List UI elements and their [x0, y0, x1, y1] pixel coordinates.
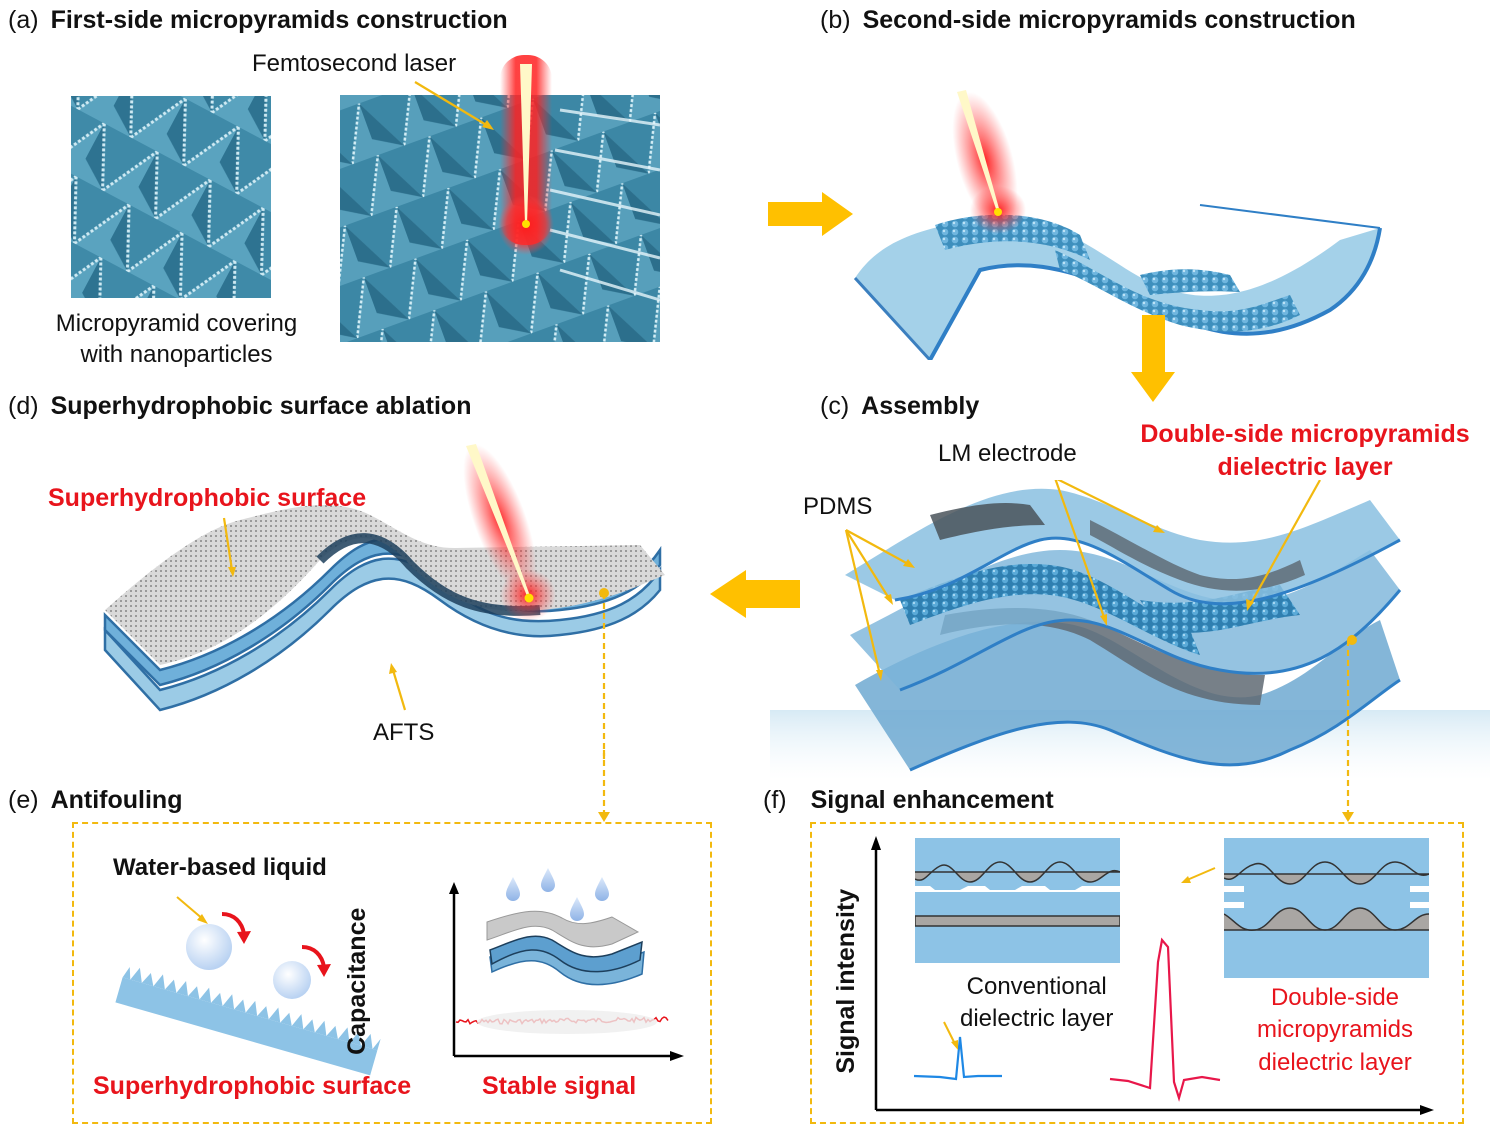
water-droplet	[186, 924, 232, 970]
panel-f-illustration	[871, 836, 1434, 1115]
panel-d-title: (d) Superhydrophobic surface ablation	[8, 392, 471, 421]
pdms-pointers	[844, 480, 1321, 676]
panel-b-title: (b) Second-side micropyramids constructio…	[820, 6, 1356, 35]
rolling-arrow-icon	[301, 945, 326, 968]
panel-d-letter: (d)	[8, 392, 39, 420]
double-line-2: micropyramids	[1256, 1016, 1414, 1044]
double-line-1: Double-side	[1270, 984, 1400, 1011]
double-side-dielectric-schematic	[1224, 838, 1429, 978]
lm-electrode-bottom	[940, 608, 1265, 705]
signal-intensity-axis-label: Signal intensity	[831, 888, 860, 1074]
pointer-arrow	[414, 81, 489, 127]
micropyramid-array	[935, 214, 1090, 260]
laser-beam-icon	[520, 64, 532, 224]
double-side-signal-line	[1109, 937, 1221, 1102]
double-side-dielectric-label: Double-side micropyramids dielectric lay…	[1120, 418, 1490, 483]
caption-line-2: with nanoparticles	[80, 341, 273, 369]
panel-c-letter: (c)	[820, 392, 850, 420]
dashed-connectors	[598, 750, 1354, 822]
arrow-right-a-to-b	[768, 192, 853, 236]
laser-beam-icon	[957, 90, 1000, 212]
superhydrophobic-surface-graphic	[115, 966, 381, 1076]
dielectric-label-line-2: dielectric layer	[1217, 452, 1393, 481]
panel-c-name: Assembly	[861, 392, 980, 420]
pdms-label: PDMS	[803, 493, 873, 520]
stable-signal-caption: Stable signal	[482, 1072, 637, 1100]
double-line-3: dielectric layer	[1258, 1048, 1412, 1076]
panel-b-letter: (b)	[820, 6, 851, 34]
lm-electrode-top	[930, 503, 1045, 540]
arrow-down-b-to-c	[1131, 315, 1175, 402]
caption-line-1: Micropyramid covering	[55, 310, 298, 337]
lm-electrode-label: LM electrode	[938, 440, 1077, 467]
mini-afts-device	[477, 910, 657, 1034]
superhydrophobic-surface-label: Superhydrophobic surface	[48, 484, 367, 512]
panel-b-name: Second-side micropyramids construction	[862, 6, 1356, 34]
panel-c-title: (c) Assembly	[820, 392, 979, 421]
conventional-dielectric-schematic	[915, 838, 1120, 963]
rolling-arrow-icon	[221, 912, 246, 935]
superhydrophobic-mesh-surface	[105, 505, 665, 665]
dashed-connector-c	[1346, 640, 1350, 755]
afts-layer-middle	[103, 537, 662, 687]
panel-a-letter: (a)	[8, 6, 39, 34]
capacitance-plot	[449, 868, 684, 1061]
arrow-left-c-to-d	[710, 570, 800, 618]
panel-a-name: First-side micropyramids construction	[50, 6, 508, 34]
femtosecond-laser-label: Femtosecond laser	[252, 50, 457, 77]
panel-f-title: (f) Signal enhancement	[763, 786, 1054, 815]
panel-f-name: Signal enhancement	[810, 786, 1054, 814]
panel-e-letter: (e)	[8, 786, 39, 814]
falling-drops	[506, 868, 609, 921]
conventional-dielectric-label: Conventional dielectric layer	[960, 971, 1113, 1036]
panel-e-box	[72, 822, 712, 1124]
double-side-signal-label: Double-side micropyramids dielectric lay…	[1225, 982, 1445, 1079]
ablation-lines	[549, 108, 661, 302]
panel-f-box	[810, 822, 1464, 1124]
panel-e-illustration	[115, 868, 684, 1076]
conventional-line-1: Conventional	[966, 973, 1107, 1000]
panel-b-illustration	[853, 90, 1382, 360]
panel-e-title: (e) Antifouling	[8, 786, 182, 815]
pdms-layer-bottom	[855, 608, 1401, 772]
water-based-liquid-label: Water-based liquid	[113, 854, 327, 881]
panel-a-title: (a) First-side micropyramids construction	[8, 6, 508, 35]
micropyramid-array	[900, 564, 1200, 655]
panel-a-illustration	[71, 55, 661, 342]
panel-e-name: Antifouling	[50, 786, 183, 814]
pdms-layer-top	[845, 488, 1401, 606]
afts-label: AFTS	[373, 719, 435, 746]
panel-d-illustration	[103, 444, 665, 760]
micropyramid-caption: Micropyramid covering with nanoparticles	[24, 308, 329, 370]
conventional-signal-line	[913, 1036, 1002, 1081]
panel-c-illustration	[770, 480, 1490, 780]
sem-image-micropyramid	[71, 96, 271, 298]
laser-beam-icon	[466, 444, 530, 596]
capacitance-axis-label: Capacitance	[342, 907, 371, 1055]
dielectric-label-line-1: Double-side micropyramids	[1140, 420, 1470, 448]
panel-f-letter: (f)	[763, 786, 787, 814]
panel-d-name: Superhydrophobic surface ablation	[50, 392, 472, 420]
superhydrophobic-surface-caption: Superhydrophobic surface	[93, 1072, 412, 1100]
water-droplet	[273, 961, 311, 999]
conventional-line-2: dielectric layer	[960, 1005, 1114, 1033]
